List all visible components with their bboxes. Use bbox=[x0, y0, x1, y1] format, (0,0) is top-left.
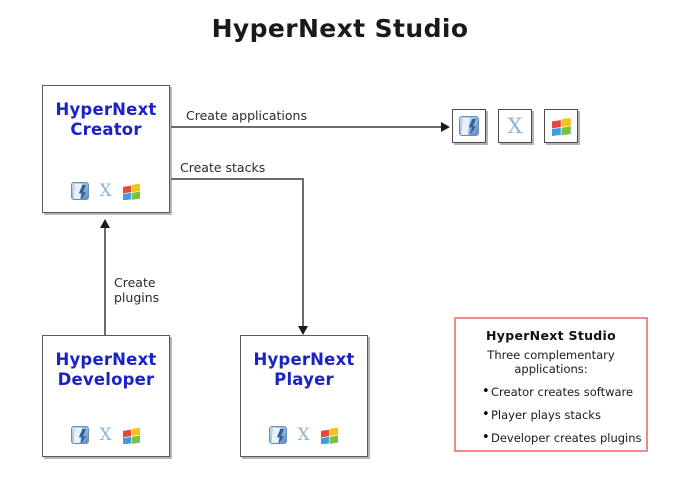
windows-icon bbox=[551, 117, 572, 136]
edge-label-create-stacks: Create stacks bbox=[180, 160, 266, 175]
x11-icon: X bbox=[297, 425, 310, 445]
windows-flag-svg bbox=[321, 427, 338, 444]
legend-title: HyperNext Studio bbox=[485, 328, 617, 343]
page-title: HyperNext Studio bbox=[211, 14, 469, 43]
x11-icon: X bbox=[99, 425, 112, 445]
windows-flag-svg bbox=[123, 427, 140, 444]
output-tile-mac[interactable] bbox=[452, 109, 486, 143]
app-box-player[interactable]: HyperNext Player X bbox=[240, 335, 368, 457]
app-box-creator-title: HyperNext Creator bbox=[55, 100, 157, 139]
legend-panel: HyperNext Studio Three complementary app… bbox=[454, 317, 648, 452]
app-box-creator[interactable]: HyperNext Creator X bbox=[42, 85, 170, 213]
edge-label-create-applications: Create applications bbox=[186, 108, 307, 123]
output-tile-windows[interactable] bbox=[544, 109, 578, 143]
list-item: Developer creates plugins bbox=[482, 430, 646, 445]
windows-icon bbox=[122, 183, 141, 200]
arrow-head-create-stacks bbox=[298, 326, 308, 335]
platform-row-developer: X bbox=[43, 426, 169, 444]
app-box-developer[interactable]: HyperNext Developer X bbox=[42, 335, 170, 457]
legend-subtitle: Three complementary applications: bbox=[487, 348, 615, 376]
mac-os-icon bbox=[71, 182, 89, 200]
windows-icon bbox=[320, 427, 339, 444]
list-item: Player plays stacks bbox=[482, 407, 646, 422]
list-item: Creator creates software bbox=[482, 384, 646, 399]
output-tile-x11[interactable]: X bbox=[498, 109, 532, 143]
x11-icon: X bbox=[507, 114, 523, 138]
app-box-developer-title: HyperNext Developer bbox=[55, 350, 157, 389]
mac-os-icon bbox=[459, 116, 479, 136]
mac-os-icon bbox=[269, 426, 287, 444]
edge-label-create-plugins: Create plugins bbox=[114, 275, 160, 305]
edge-line-create-plugins bbox=[104, 228, 106, 335]
platform-row-creator: X bbox=[43, 182, 169, 200]
legend-list: Creator creates software Player plays st… bbox=[456, 384, 646, 445]
x11-icon: X bbox=[99, 181, 112, 201]
mac-os-icon bbox=[71, 426, 89, 444]
edge-line-create-stacks-vertical bbox=[302, 178, 304, 328]
windows-icon bbox=[122, 427, 141, 444]
windows-flag-svg bbox=[551, 117, 571, 136]
app-box-player-title: HyperNext Player bbox=[253, 350, 355, 389]
platform-row-player: X bbox=[241, 426, 367, 444]
arrow-head-create-applications bbox=[441, 122, 450, 132]
edge-line-create-applications bbox=[171, 126, 443, 128]
arrow-head-create-plugins bbox=[100, 219, 110, 228]
windows-flag-svg bbox=[123, 183, 140, 200]
edge-line-create-stacks-horizontal bbox=[171, 178, 303, 180]
